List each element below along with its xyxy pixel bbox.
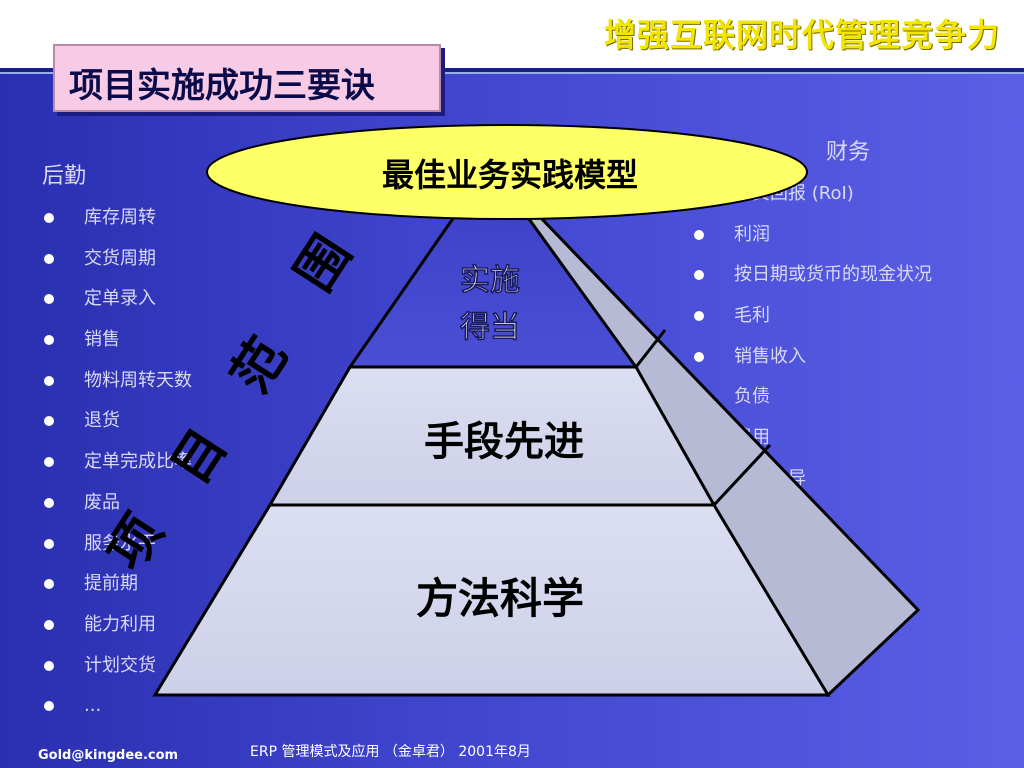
bullet-icon <box>44 213 54 223</box>
right-column-heading: 财务 <box>826 140 871 165</box>
left-column-item-label: 库存周转 <box>84 207 156 228</box>
tier-top-line2: 得当 <box>459 310 520 345</box>
bullet-icon <box>694 311 704 322</box>
right-column-item-label: 利润 <box>734 223 770 245</box>
right-column-item: 销售收入 <box>692 337 932 378</box>
oval-label: 最佳业务实践模型 <box>382 156 638 194</box>
left-column-item-label: 能力利用 <box>84 613 156 635</box>
side-label-char-2: 目 <box>160 419 239 495</box>
left-column-item: 废品 <box>42 483 192 524</box>
bullet-icon <box>44 497 54 508</box>
right-column-item-label: 销售收入 <box>734 345 806 367</box>
left-column-item: 定单录入 <box>42 279 192 320</box>
header-divider-light <box>0 72 1024 74</box>
footer-citation: ERP 管理模式及应用 （金卓君） 2001年8月 <box>250 744 531 760</box>
right-column-item-label: 毛利 <box>734 305 770 327</box>
left-column-item-label: 定单录入 <box>84 288 156 310</box>
bullet-icon <box>44 457 54 468</box>
right-column-item: 利润 <box>692 215 932 256</box>
side-label-char-1: 项 <box>96 505 175 581</box>
left-column-list: 库存周转交货周期定单录入销售物料周转天数退货定单完成比率废品服务水平提前期能力利… <box>42 198 192 727</box>
pyramid-tier-bottom <box>152 503 831 697</box>
tier-middle-label: 手段先进 <box>424 419 584 465</box>
left-column-item-label: 服务水平 <box>84 532 156 554</box>
right-column-item-label: 负债 <box>734 386 770 408</box>
left-column-item: 库存周转 <box>42 198 192 239</box>
left-column-item-label: ... <box>84 695 102 717</box>
left-column-item: 计划交货 <box>42 646 192 687</box>
left-column-item: 物料周转天数 <box>42 361 192 402</box>
left-column-heading: 后勤 <box>42 164 87 189</box>
side-label-char-3: 范 <box>220 328 299 404</box>
footer-email: Gold@kingdee.com <box>38 748 179 763</box>
bullet-icon <box>44 660 54 671</box>
bullet-icon <box>44 416 54 427</box>
slide-subtitle: 项目实施成功三要诀 <box>69 66 375 106</box>
left-column-item-label: 销售 <box>84 329 120 351</box>
left-column-item: 定单完成比率 <box>42 442 192 483</box>
left-column-item: 服务水平 <box>42 524 192 565</box>
tier-bottom-label: 方法科学 <box>416 574 584 623</box>
left-column-item-label: 定单完成比率 <box>84 451 192 473</box>
bullet-icon <box>44 579 54 590</box>
best-practice-oval <box>206 124 808 220</box>
header-title: 增强互联网时代管理竞争力 <box>603 16 1000 54</box>
bullet-icon <box>694 270 704 281</box>
left-column-item-label: 计划交货 <box>84 654 156 676</box>
left-column-item: 销售 <box>42 320 192 361</box>
bullet-icon <box>44 335 54 346</box>
side-label-char-4: 围 <box>284 226 363 302</box>
left-column-item-label: 退货 <box>84 410 120 432</box>
bullet-icon <box>44 375 54 386</box>
bullet-icon <box>44 538 54 549</box>
left-column-item-label: 提前期 <box>84 573 138 595</box>
bullet-icon <box>44 701 54 712</box>
bullet-icon <box>44 294 54 305</box>
left-column-item: 交货周期 <box>42 239 192 280</box>
bullet-icon <box>44 619 54 630</box>
tier-top-line1: 实施 <box>460 263 520 298</box>
subtitle-box: 项目实施成功三要诀 <box>53 44 441 112</box>
bullet-icon <box>694 229 704 240</box>
left-column-item-label: 废品 <box>84 491 120 513</box>
left-column-item-label: 物料周转天数 <box>84 369 192 391</box>
bullet-icon <box>694 351 704 362</box>
right-column-item: 毛利 <box>692 296 932 337</box>
bullet-icon <box>44 253 54 264</box>
left-column-item: 退货 <box>42 401 192 442</box>
right-column-item: 按日期或货币的现金状况 <box>692 255 932 296</box>
left-column-item: 能力利用 <box>42 605 192 646</box>
left-column-item: 提前期 <box>42 564 192 605</box>
left-column-item: ... <box>42 686 192 727</box>
header-divider <box>0 68 1024 72</box>
left-column-item-label: 交货周期 <box>84 247 156 269</box>
right-column-item-label: 按日期或货币的现金状况 <box>734 264 932 286</box>
